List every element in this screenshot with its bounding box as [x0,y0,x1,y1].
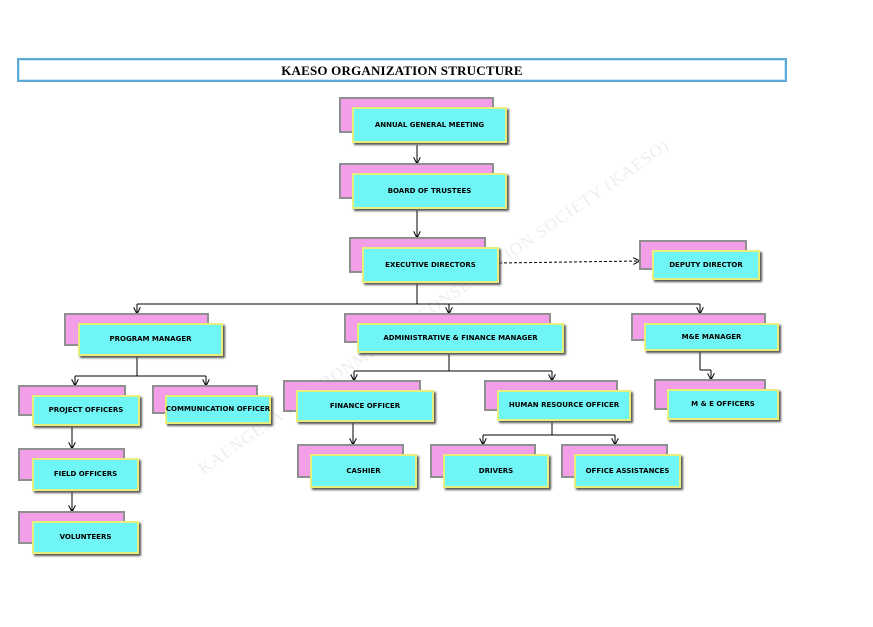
node-box: CASHIER [310,454,417,488]
node-label: EXECUTIVE DIRECTORS [385,260,476,269]
title-bar: KAESO ORGANIZATION STRUCTURE [17,58,787,82]
node-box: OFFICE ASSISTANCES [574,454,681,488]
node-label: PROJECT OFFICERS [48,406,124,414]
node-label: FINANCE OFFICER [329,401,401,410]
node-box: BOARD OF TRUSTEES [352,173,507,209]
node-label: OFFICE ASSISTANCES [585,466,670,475]
node-box: FIELD OFFICERS [32,458,139,491]
node-label: DRIVERS [478,466,514,475]
node-box: DRIVERS [443,454,549,488]
node-box: M&E MANAGER [644,323,779,351]
node-label: COMMUNICATION OFFICER [165,405,271,413]
node-box: ANNUAL GENERAL MEETING [352,107,507,143]
node-box: VOLUNTEERS [32,521,139,554]
node-box: HUMAN RESOURCE OFFICER [497,390,631,421]
node-label: BOARD OF TRUSTEES [387,186,472,195]
node-box: M & E OFFICERS [667,389,779,420]
node-label: M & E OFFICERS [691,400,755,408]
node-label: ADMINISTRATIVE & FINANCE MANAGER [383,333,538,342]
node-label: VOLUNTEERS [59,533,112,541]
node-box: EXECUTIVE DIRECTORS [362,247,499,283]
node-box: COMMUNICATION OFFICER [165,395,271,424]
node-label: M&E MANAGER [681,332,742,341]
node-label: CASHIER [346,466,381,475]
node-box: DEPUTY DIRECTOR [652,250,760,280]
node-label: PROGRAM MANAGER [109,335,192,343]
node-label: HUMAN RESOURCE OFFICER [508,401,620,409]
connector-exec-deputy [498,261,639,263]
node-box: FINANCE OFFICER [296,390,434,422]
chart-title: KAESO ORGANIZATION STRUCTURE [281,63,523,78]
node-label: ANNUAL GENERAL MEETING [374,120,485,129]
node-box: ADMINISTRATIVE & FINANCE MANAGER [357,323,564,353]
node-label: FIELD OFFICERS [53,470,118,478]
node-label: DEPUTY DIRECTOR [669,260,743,269]
node-box: PROGRAM MANAGER [78,323,223,356]
node-box: PROJECT OFFICERS [32,395,140,426]
